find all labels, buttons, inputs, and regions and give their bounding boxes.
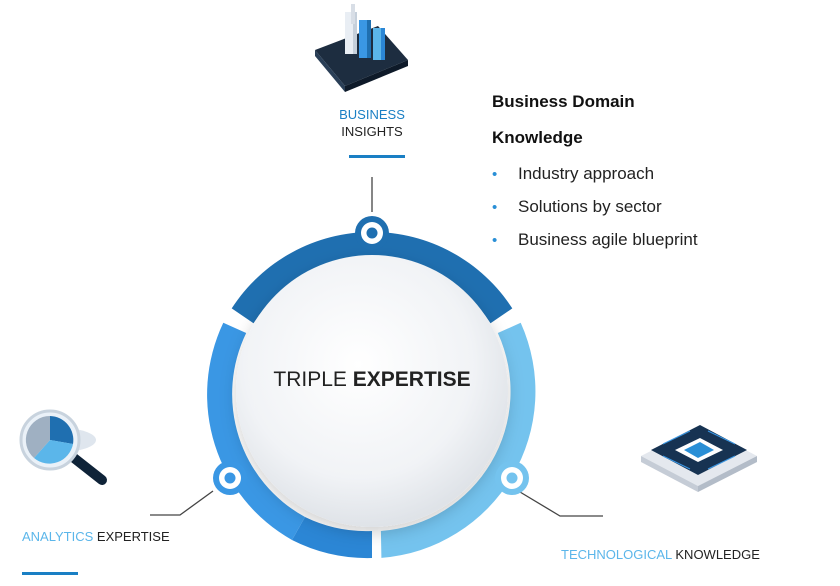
ring-segment-right <box>380 322 536 558</box>
technological-rest: KNOWLEDGE <box>675 547 760 562</box>
node-right <box>495 461 529 495</box>
bar-chart-3d-icon <box>315 4 408 92</box>
node-left <box>213 461 247 495</box>
node-top <box>355 216 389 250</box>
bullet-text: Industry approach <box>518 164 655 183</box>
bullet-icon: • <box>492 199 498 216</box>
connector-right <box>519 491 603 517</box>
center-circle <box>236 255 508 527</box>
analytics-expertise-label: ANALYTICS EXPERTISE <box>22 528 170 545</box>
bullet-text: Solutions by sector <box>518 197 662 216</box>
analytics-underline <box>22 572 78 575</box>
business-insights-line2: INSIGHTS <box>341 124 403 139</box>
ring-segment-top <box>231 231 513 324</box>
technological-knowledge-label: TECHNOLOGICAL KNOWLEDGE <box>561 546 760 563</box>
magnifier-chart-icon <box>19 409 107 485</box>
business-insights-line1: BUSINESS <box>339 107 405 122</box>
business-domain-list: •Industry approach •Solutions by sector … <box>492 158 698 257</box>
list-item: • Solutions by sector <box>492 191 698 224</box>
business-domain-title-line2: Knowledge <box>492 128 583 147</box>
center-title: TRIPLE EXPERTISE <box>252 368 492 392</box>
bullet-icon: • <box>492 166 498 183</box>
circuit-chip-icon <box>641 425 757 492</box>
list-item: • Industry approach <box>492 158 698 191</box>
ring-segment-left <box>207 322 305 540</box>
business-underline <box>349 155 405 158</box>
ring <box>207 231 536 559</box>
analytics-rest: EXPERTISE <box>96 529 170 544</box>
business-domain-title-line1: Business Domain <box>492 92 635 111</box>
list-item: • Business agile blueprint <box>492 224 698 257</box>
business-domain-block: Business Domain Knowledge • Industry appr… <box>492 84 698 257</box>
bullet-text: Business agile blueprint <box>518 230 698 249</box>
analytics-accent: ANALYTICS <box>22 529 94 544</box>
connector-left <box>150 490 214 516</box>
center-title-light: TRIPLE <box>273 368 347 391</box>
center-title-bold: EXPERTISE <box>352 368 471 391</box>
ring-segment-bottom <box>292 517 372 559</box>
bullet-icon: • <box>492 232 498 249</box>
technological-accent: TECHNOLOGICAL <box>561 547 672 562</box>
business-insights-label: BUSINESS INSIGHTS <box>336 106 408 140</box>
